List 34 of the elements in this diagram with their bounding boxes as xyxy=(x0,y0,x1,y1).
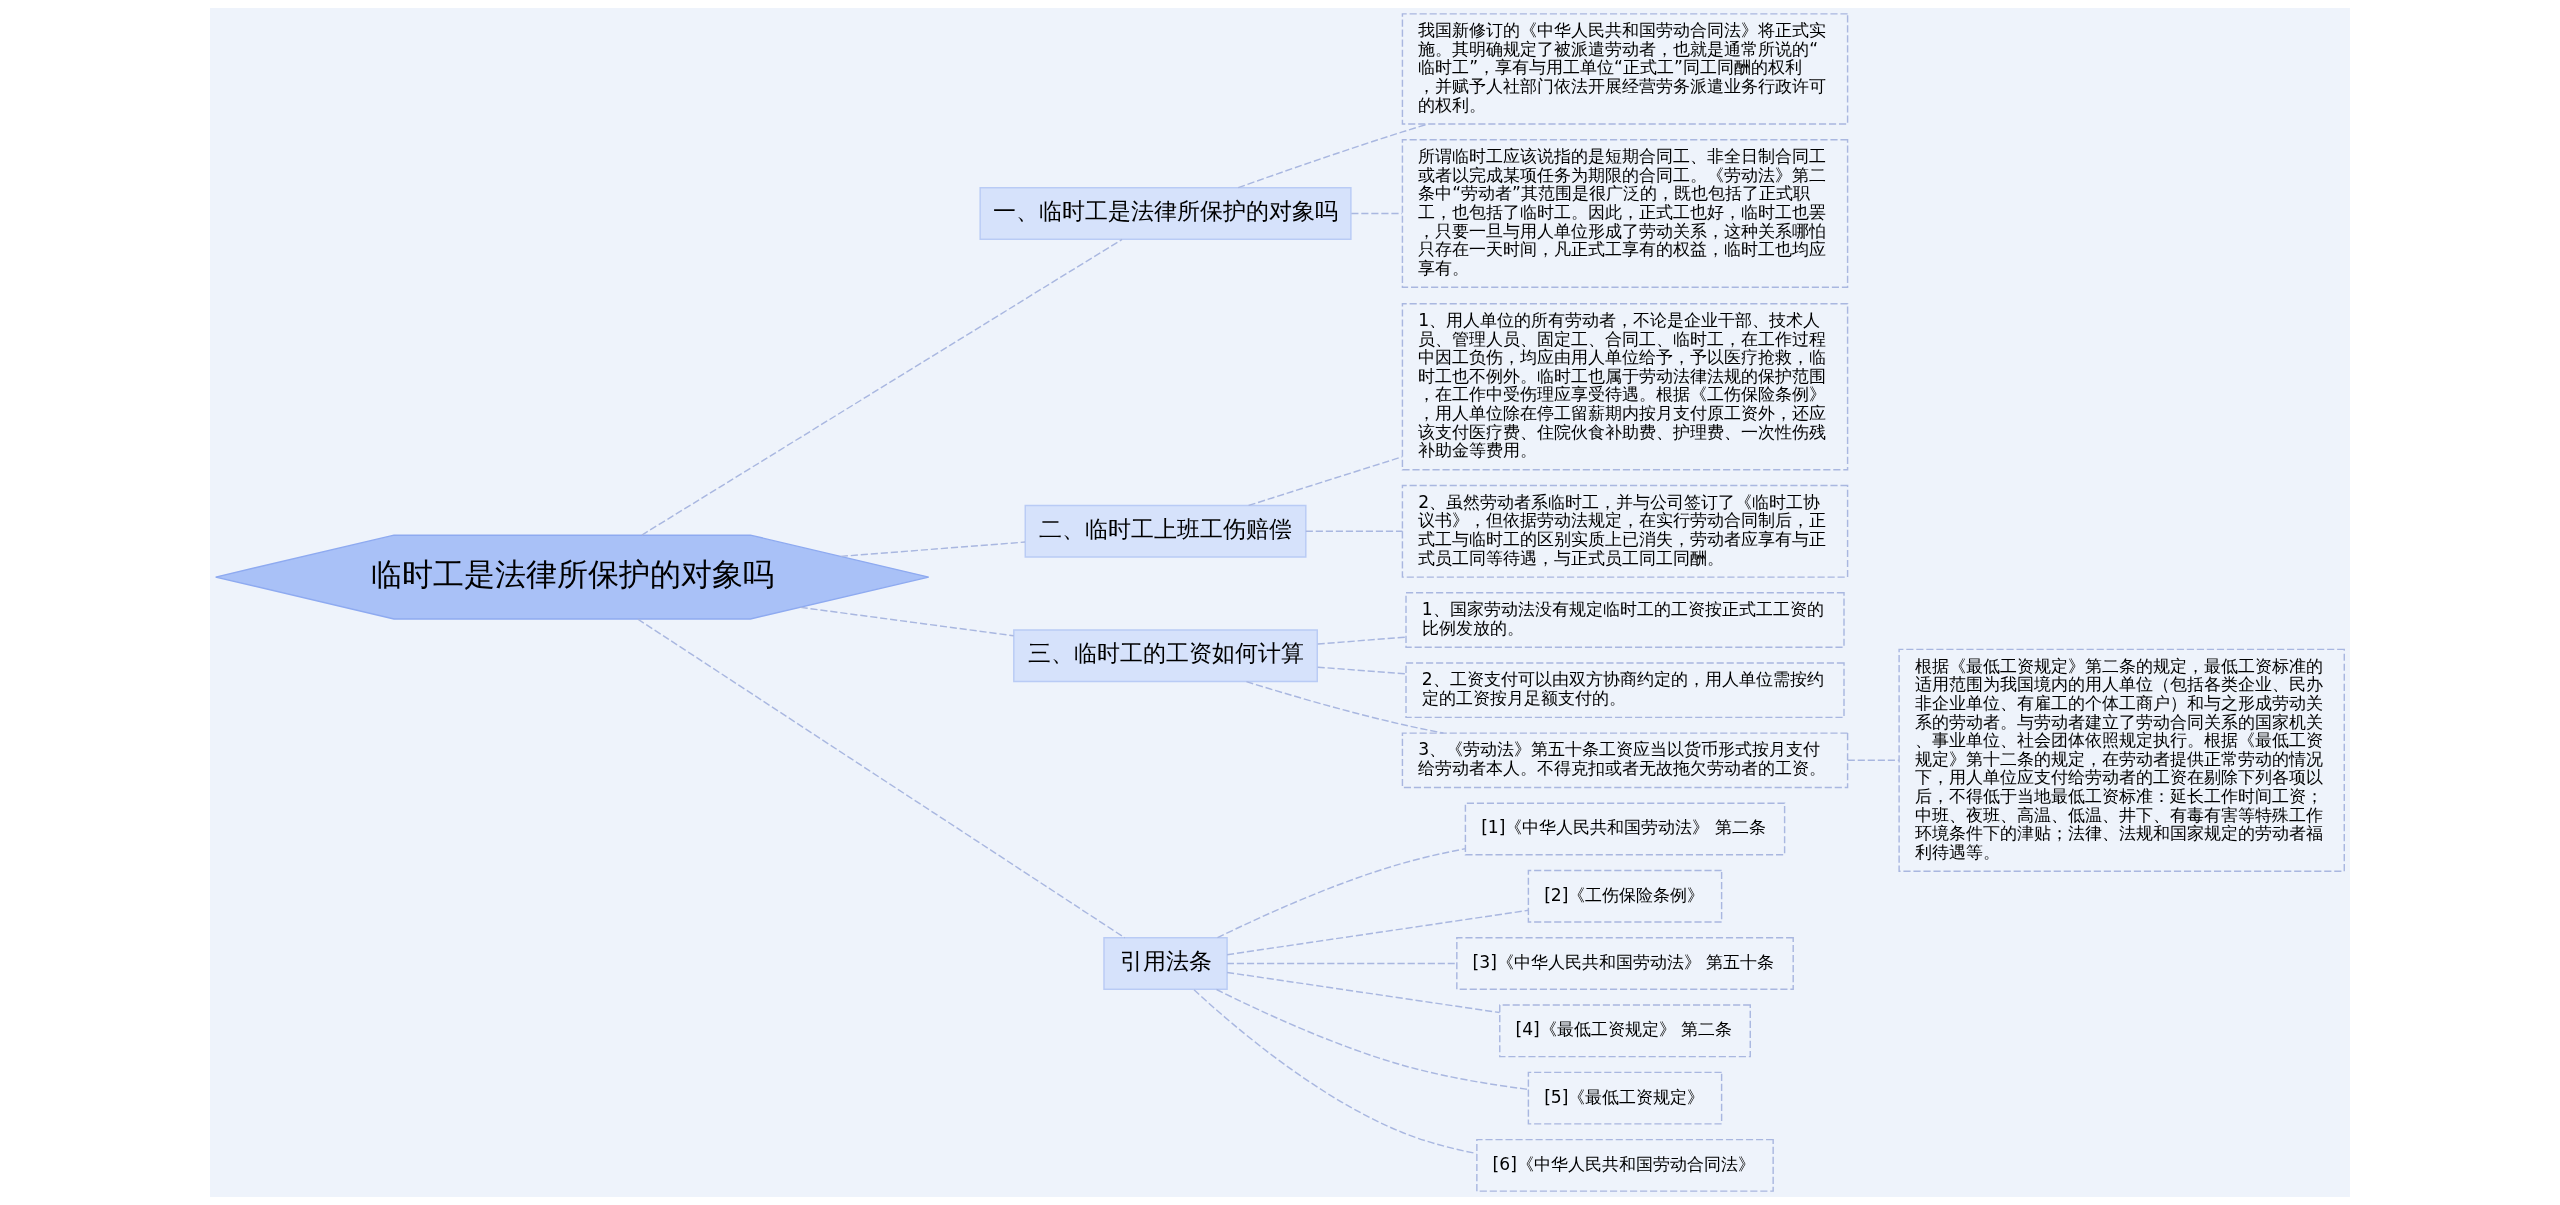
connector xyxy=(799,606,1015,637)
node-box: [5]《最低工资规定》 xyxy=(1527,1071,1723,1125)
connector xyxy=(1350,212,1403,215)
node-box: [4]《最低工资规定》 第二条 xyxy=(1499,1004,1751,1058)
node-box: 二、临时工上班工伤赔偿 xyxy=(1024,504,1307,558)
connector xyxy=(641,238,1123,536)
node-box: 2、虽然劳动者系临时工，并与公司签订了《临时工协议书》，但依据劳动法规定，在实行劳动合同制后，正式工与临时工的区别实质上已消失，劳动者应享有与正式员工同等待遇，与正式员工同工同酬。 xyxy=(1401,484,1849,578)
connector xyxy=(1317,666,1407,675)
node-box: 引用法条 xyxy=(1103,937,1228,991)
connector xyxy=(1216,848,1466,939)
connector xyxy=(1317,636,1407,645)
node-box: 根据《最低工资规定》第二条的规定，最低工资标准的适用范围为我国境内的用人单位（包括各类企业、民办非企业单位、有雇工的个体工商户）和与之形成劳动关系的劳动者。与劳动者建立了劳动合同关系的国家机关、事业单位、社会团体依照规定执行。根据《最低工资规定》第十二条的规定，在劳动者提供正常劳动的情况下，用人单位应支付给劳动者的工资在剔除下列各项以后，不得低于当地最低工资标准：延长工作时间工资；中班、夜班、高温、低温、井下、有毒有害等特殊工作环境条件下的津贴；法律、法规和国家规定的劳动者福利待遇等。 xyxy=(1898,648,2345,872)
node-box: 1、国家劳动法没有规定临时工的工资按正式工工资的比例发放的。 xyxy=(1405,592,1845,648)
connector xyxy=(1226,962,1458,965)
node-box: [6]《中华人民共和国劳动合同法》 xyxy=(1476,1138,1774,1192)
node-box: [1]《中华人民共和国劳动法》 第二条 xyxy=(1464,802,1786,856)
node-box: 我国新修订的《中华人民共和国劳动合同法》将正式实施。其明确规定了被派遣劳动者，也就是通常所说的“临时工”，享有与用工单位“正式工”同工同酬的权利，并赋予人社部门依法开展经营劳务派遣业务行政许可的权利。 xyxy=(1401,13,1849,125)
connector xyxy=(1847,759,1900,762)
node-box: 2、工资支付可以由双方协商约定的，用人单位需按约定的工资按月足额支付的。 xyxy=(1405,662,1845,719)
connector xyxy=(637,618,1126,939)
connector xyxy=(1237,123,1429,189)
node-box: 一、临时工是法律所保护的对象吗 xyxy=(979,187,1352,240)
node-box: 所谓临时工应该说指的是短期合同工、非全日制合同工或者以完成某项任务为期限的合同工。《劳动法》第二条中“劳动者”其范围是很广泛的，既也包括了正式职工，也包括了临时工。因此，正式工也好，临时工也罢，只要一旦与用人单位形成了劳动关系，这种关系哪怕只存在一天时间，凡正式工享有的权益，临时工也均应享有。 xyxy=(1401,139,1849,288)
node-box: [2]《工伤保险条例》 xyxy=(1527,869,1723,923)
connector xyxy=(840,541,1026,558)
connector xyxy=(1226,909,1529,956)
node-box: 3、《劳动法》第五十条工资应当以货币形式按月支付给劳动者本人。不得克扣或者无故拖欠劳动者的工资。 xyxy=(1401,732,1849,789)
node-box: [3]《中华人民共和国劳动法》 第五十条 xyxy=(1456,937,1794,991)
connector xyxy=(1215,988,1529,1091)
node-box: 1、用人单位的所有劳动者，不论是企业干部、技术人员、管理人员、固定工、合同工、临时工，在工作过程中因工负伤，均应由用人单位给予，予以医疗抢救，临时工也不例外。临时工也属于劳动法律法规的保护范围，在工作中受伤理应享受待遇。根据《工伤保险条例》，用人单位除在停工留薪期内按月支付原工资外，还应该支付医疗费、住院伙食补助费、护理费、一次性伤残补助金等费用。 xyxy=(1401,303,1849,471)
connector xyxy=(1226,971,1501,1014)
connector xyxy=(1305,530,1404,532)
node-box: 三、临时工的工资如何计算 xyxy=(1013,629,1318,683)
connector xyxy=(1247,456,1403,507)
